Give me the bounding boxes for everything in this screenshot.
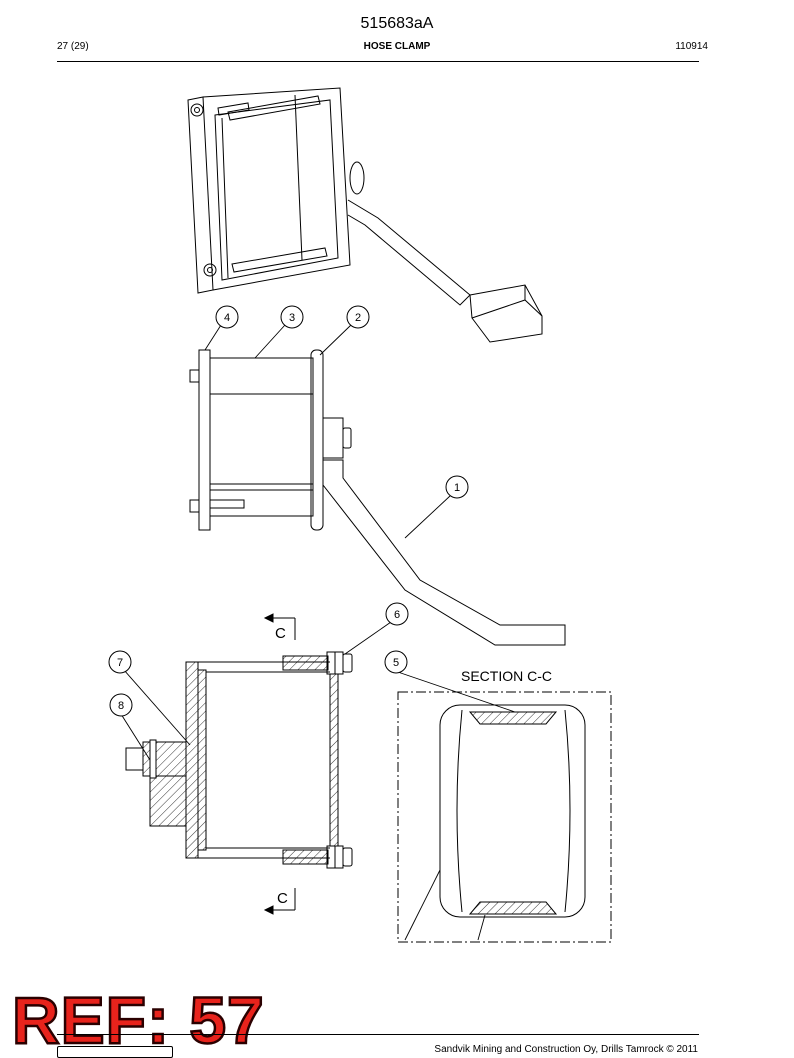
- page-number: 27 (29): [57, 41, 89, 52]
- footer-logo: [57, 1046, 173, 1058]
- page-title: HOSE CLAMP: [363, 41, 431, 52]
- callout-2: 2: [346, 305, 370, 329]
- footer-rule: [57, 1034, 699, 1035]
- callout-4: 4: [215, 305, 239, 329]
- section-marker-label-bottom: C: [277, 890, 288, 907]
- callout-1: 1: [445, 475, 469, 499]
- callout-1-label: 1: [454, 482, 460, 494]
- section-marker-bottom: C: [263, 888, 296, 915]
- callout-8-label: 8: [118, 700, 124, 712]
- ref-stamp: REF: 57: [11, 982, 265, 1058]
- callout-8: 8: [109, 693, 133, 717]
- callout-3-label: 3: [289, 312, 295, 324]
- callout-7: 7: [108, 650, 132, 674]
- callout-4-label: 4: [224, 312, 230, 324]
- date-code: 110914: [675, 41, 708, 52]
- footer-copyright: Sandvik Mining and Construction Oy, Dril…: [434, 1044, 698, 1055]
- side-view: [189, 349, 566, 646]
- document-id: 515683aA: [360, 15, 434, 32]
- callout-5-label: 5: [393, 657, 399, 669]
- callout-7-label: 7: [117, 657, 123, 669]
- section-view: [125, 651, 353, 869]
- callout-6-label: 6: [394, 609, 400, 621]
- callout-3: 3: [280, 305, 304, 329]
- section-title: SECTION C-C: [461, 668, 552, 684]
- section-cc-detail: SECTION C-C: [397, 668, 612, 943]
- callout-5: 5: [384, 650, 408, 674]
- section-marker-top: C: [263, 613, 296, 642]
- header-rule: [57, 61, 699, 62]
- isometric-view: [187, 87, 543, 343]
- callout-6: 6: [385, 602, 409, 626]
- section-marker-label-top: C: [275, 625, 286, 642]
- callout-leaders: [120, 324, 516, 941]
- callout-2-label: 2: [355, 312, 361, 324]
